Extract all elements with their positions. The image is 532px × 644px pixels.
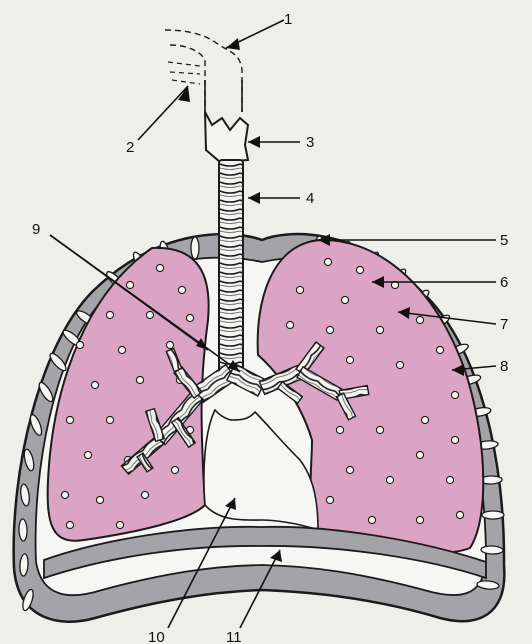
alveolus [326,326,333,333]
alveolus [451,436,458,443]
alveolus [171,466,178,473]
alveolus [421,416,428,423]
callout-10: 10 [148,629,165,644]
alveolus [118,346,125,353]
alveolus [396,361,403,368]
alveolus [336,426,343,433]
alveolus [346,466,353,473]
alveolus [66,416,73,423]
alveolus [341,296,348,303]
alveolus [106,311,113,318]
alveolus [416,316,423,323]
alveolus [84,451,91,458]
alveolus [156,264,163,271]
alveolus [146,311,153,318]
upper-airway [165,30,242,112]
callout-4: 4 [306,190,314,207]
wall-oval [482,511,504,519]
alveolus [436,346,443,353]
alveolus [61,491,68,498]
callout-8: 8 [500,358,508,375]
callout-7: 7 [500,316,508,333]
alveolus [324,258,331,265]
alveolus [286,321,293,328]
alveolus [346,356,353,363]
callout-6: 6 [500,274,508,291]
alveolus [178,286,185,293]
alveolus [376,326,383,333]
callout-2: 2 [126,139,134,156]
wall-oval [191,237,199,259]
alveolus [106,416,113,423]
wall-oval [481,546,503,555]
alveolus [166,341,173,348]
callout-11: 11 [226,629,242,644]
alveolus [386,476,393,483]
alveolus [456,511,463,518]
callout-9: 9 [32,221,40,238]
alveolus [116,521,123,528]
callout-1: 1 [284,11,292,28]
larynx [205,112,248,162]
alveolus [368,516,375,523]
callout-5: 5 [500,232,508,249]
alveolus [141,491,148,498]
alveolus [416,451,423,458]
alveolus [451,391,458,398]
callout-3: 3 [306,134,314,151]
trachea [219,160,243,375]
alveolus [96,496,103,503]
alveolus [91,381,98,388]
alveolus [126,281,133,288]
alveolus [76,341,83,348]
alveolus [66,521,73,528]
wall-oval [19,519,28,541]
alveolus [186,314,193,321]
alveolus [376,426,383,433]
alveolus [356,266,363,273]
alveolus [296,286,303,293]
alveolus [446,476,453,483]
alveolus [136,376,143,383]
alveolus [326,496,333,503]
alveolus [416,516,423,523]
